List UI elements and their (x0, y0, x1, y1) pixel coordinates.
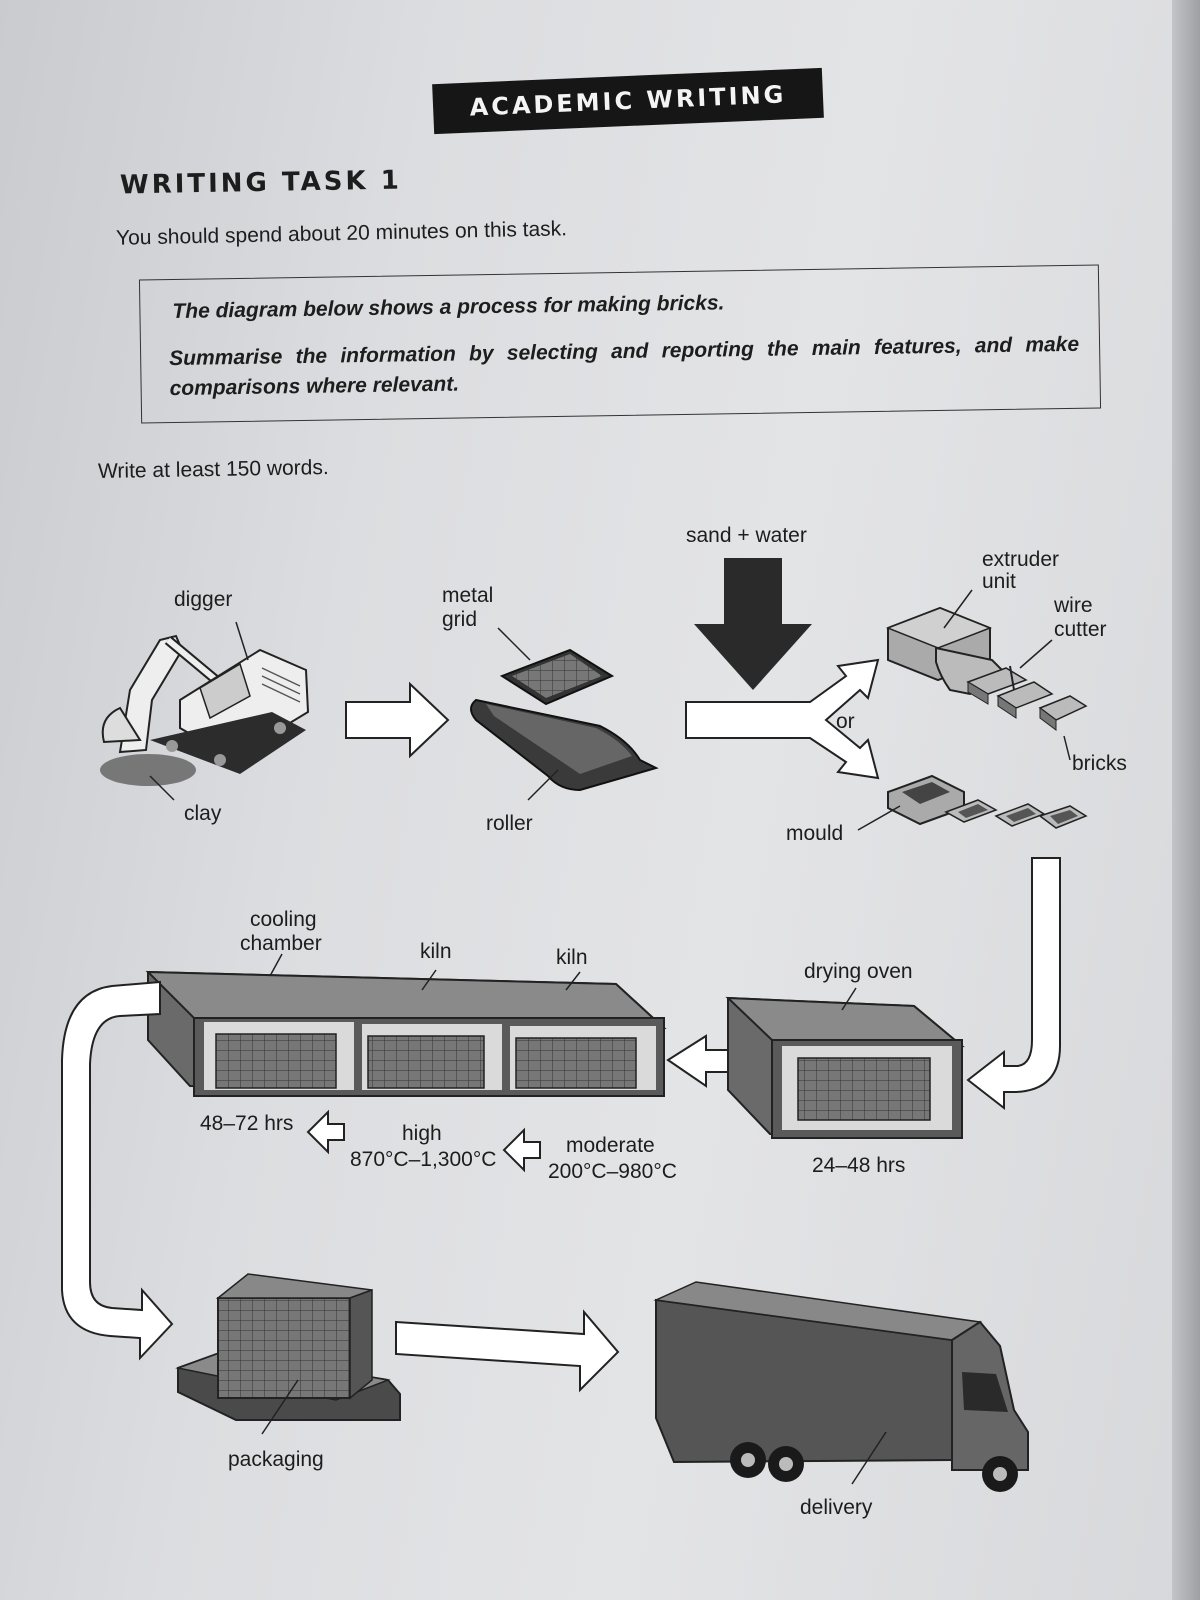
label-drying-oven: drying oven (804, 960, 913, 983)
digger-illustration (100, 634, 310, 786)
label-high: high (402, 1122, 442, 1145)
label-moderate: moderate (566, 1134, 655, 1157)
label-cooling: cooling (250, 908, 317, 931)
flow-arrow-to-oven (966, 857, 1061, 1111)
label-metal: metal (442, 584, 493, 607)
label-sand-water: sand + water (686, 524, 807, 547)
fork-arrow (685, 658, 880, 780)
label-digger: digger (174, 588, 232, 611)
label-grid: grid (442, 608, 477, 631)
flow-arrow-to-packaging (61, 980, 174, 1361)
label-drying-time: 24–48 hrs (812, 1154, 905, 1177)
label-kiln-1: kiln (420, 940, 452, 963)
delivery-truck (653, 1281, 1029, 1492)
flow-arrow-to-delivery (395, 1309, 620, 1393)
label-cutter: cutter (1054, 618, 1107, 641)
roller-illustration (470, 648, 659, 792)
label-mould: mould (786, 822, 843, 845)
label-roller: roller (486, 812, 533, 835)
page-edge-shadow (1172, 0, 1200, 1600)
mould-illustration (887, 774, 1088, 829)
label-cooling-time: 48–72 hrs (200, 1112, 293, 1135)
extruder-illustration (885, 606, 1088, 731)
kiln-tunnel (145, 970, 667, 1098)
label-wire: wire (1053, 594, 1093, 617)
label-moderate-temp: 200°C–980°C (548, 1160, 677, 1183)
small-arrow-2 (502, 1127, 541, 1173)
small-arrow-1 (306, 1109, 345, 1155)
sand-water-input-arrow (694, 558, 812, 690)
label-clay: clay (184, 802, 222, 825)
label-packaging: packaging (228, 1448, 324, 1471)
label-chamber: chamber (240, 932, 322, 955)
flow-arrow-1 (345, 681, 450, 759)
label-delivery: delivery (800, 1496, 873, 1519)
drying-oven (725, 996, 965, 1140)
label-unit: unit (982, 570, 1016, 593)
label-high-temp: 870°C–1,300°C (350, 1148, 496, 1171)
label-kiln-2: kiln (556, 946, 588, 969)
label-bricks: bricks (1072, 752, 1127, 775)
label-extruder: extruder (982, 548, 1059, 571)
label-or: or (836, 710, 855, 733)
packaging-illustration (175, 1273, 401, 1421)
